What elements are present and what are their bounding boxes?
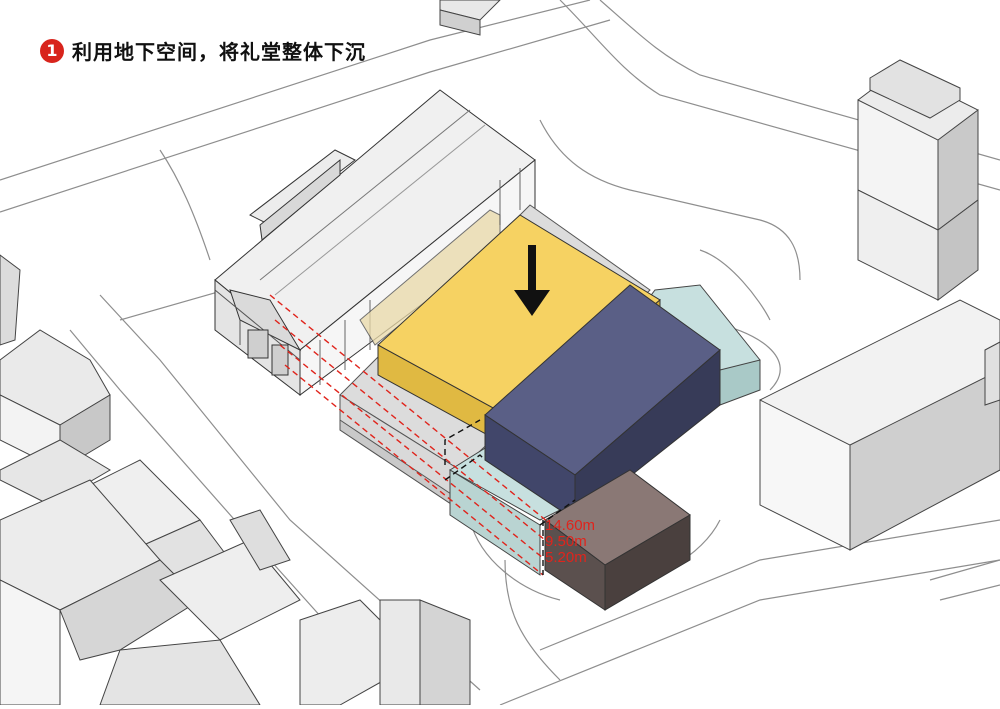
section-dashed-lines — [269, 294, 549, 576]
diagram-title: 利用地下空间，将礼堂整体下沉 — [72, 40, 366, 64]
down-arrow-icon — [514, 245, 550, 316]
main-volume — [484, 284, 721, 522]
buildings-left — [0, 254, 471, 706]
dimension-label-top: 14.60m — [545, 517, 596, 534]
dark-volume — [544, 469, 691, 611]
step-badge: 1 — [40, 38, 64, 63]
building-right-large — [759, 299, 1000, 551]
dimension-labels: 14.60m 9.50m 5.20m — [545, 518, 595, 566]
dimension-label-middle: 9.50m — [545, 533, 587, 550]
tower-right — [857, 59, 979, 301]
diagram-heading: 1 利用地下空间，将礼堂整体下沉 — [40, 36, 366, 65]
auditorium-section — [359, 209, 501, 346]
dimension-label-bottom: 5.20m — [545, 549, 587, 566]
building-top-center — [439, 0, 501, 36]
outline-dashed-lines — [444, 419, 576, 575]
